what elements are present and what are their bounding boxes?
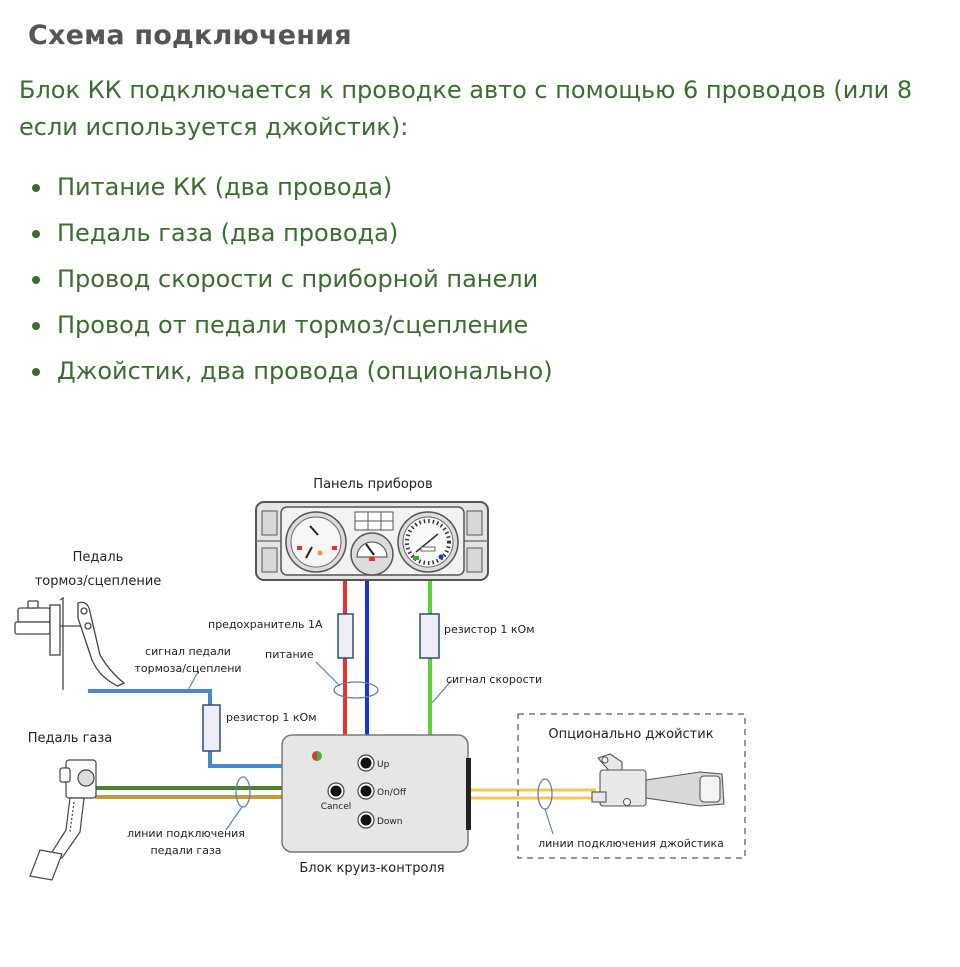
on-off-button-label: On/Off	[377, 788, 407, 798]
instrument-panel	[255, 501, 489, 581]
fuse-label: предохранитель 1А	[208, 618, 323, 631]
list-item: Провод от педали тормоз/сцепление	[0, 306, 553, 352]
speed-resistor	[419, 613, 440, 659]
bullet-icon	[32, 322, 40, 330]
list-item: Провод скорости с приборной панели	[0, 260, 553, 306]
joystick-optional-label: Опционально джойстик	[548, 727, 713, 742]
gas-pedal-label: Педаль газа	[28, 731, 113, 746]
gas-pedal-icon	[29, 759, 97, 881]
brake-wire	[88, 689, 283, 768]
intro-paragraph: Блок КК подключается к проводке авто с п…	[19, 76, 913, 141]
list-item-text: Провод от педали тормоз/сцепление	[57, 311, 529, 339]
down-button[interactable]: Down	[357, 811, 403, 829]
list-item-text: Джойстик, два провода (опционально)	[57, 357, 553, 385]
joystick-bundle-marker	[537, 778, 553, 810]
gas-lines-label-line1: линии подключения	[127, 827, 245, 840]
up-button-label: Up	[377, 760, 390, 770]
bullet-icon	[32, 184, 40, 192]
fuse	[337, 613, 354, 659]
brake-resistor-label: резистор 1 кОм	[226, 711, 317, 724]
joystick-lines-label: линии подключения джойстика	[538, 837, 724, 850]
list-item: Джойстик, два провода (опционально)	[0, 352, 553, 398]
brake-signal-label-line2: тормоза/сцеплени	[134, 662, 241, 675]
on-off-button[interactable]: On/Off	[357, 782, 407, 800]
wiring-diagram: Панель приборов предохранитель 1А питани…	[14, 477, 746, 881]
bullet-icon	[32, 368, 40, 376]
bullet-icon	[32, 230, 40, 238]
brake-pedal-label-line1: Педаль	[73, 550, 124, 565]
brake-signal-label-line1: сигнал педали	[145, 645, 231, 658]
list-item: Питание КК (два провода)	[0, 168, 553, 214]
page-title: Схема подключения	[28, 20, 352, 51]
wire-list: Питание КК (два провода) Педаль газа (дв…	[0, 168, 553, 398]
list-item-text: Провод скорости с приборной панели	[57, 265, 539, 293]
down-button-label: Down	[377, 817, 403, 827]
power-bundle-marker	[333, 681, 379, 699]
cancel-button-label: Cancel	[321, 802, 352, 812]
speed-resistor-label: резистор 1 кОм	[444, 623, 535, 636]
cruise-control-unit	[281, 734, 471, 853]
gas-bundle-marker	[235, 776, 251, 808]
power-label: питание	[265, 648, 314, 661]
up-button[interactable]: Up	[357, 754, 390, 772]
joystick-icon	[591, 753, 725, 807]
list-item-text: Педаль газа (два провода)	[57, 219, 399, 247]
list-item: Педаль газа (два провода)	[0, 214, 553, 260]
joystick-optional-box	[517, 713, 746, 859]
gas-lines-label-line2: педали газа	[150, 844, 221, 857]
brake-resistor	[202, 704, 221, 752]
list-item-text: Питание КК (два провода)	[57, 173, 393, 201]
instrument-panel-label: Панель приборов	[313, 477, 432, 492]
cancel-button[interactable]: Cancel	[321, 782, 352, 812]
speed-signal-label: сигнал скорости	[446, 673, 542, 686]
bullet-icon	[32, 276, 40, 284]
brake-pedal-label-line2: тормоз/сцепление	[35, 574, 162, 589]
brake-pedal-icon	[14, 596, 126, 690]
cruise-unit-label: Блок круиз-контроля	[299, 861, 444, 876]
